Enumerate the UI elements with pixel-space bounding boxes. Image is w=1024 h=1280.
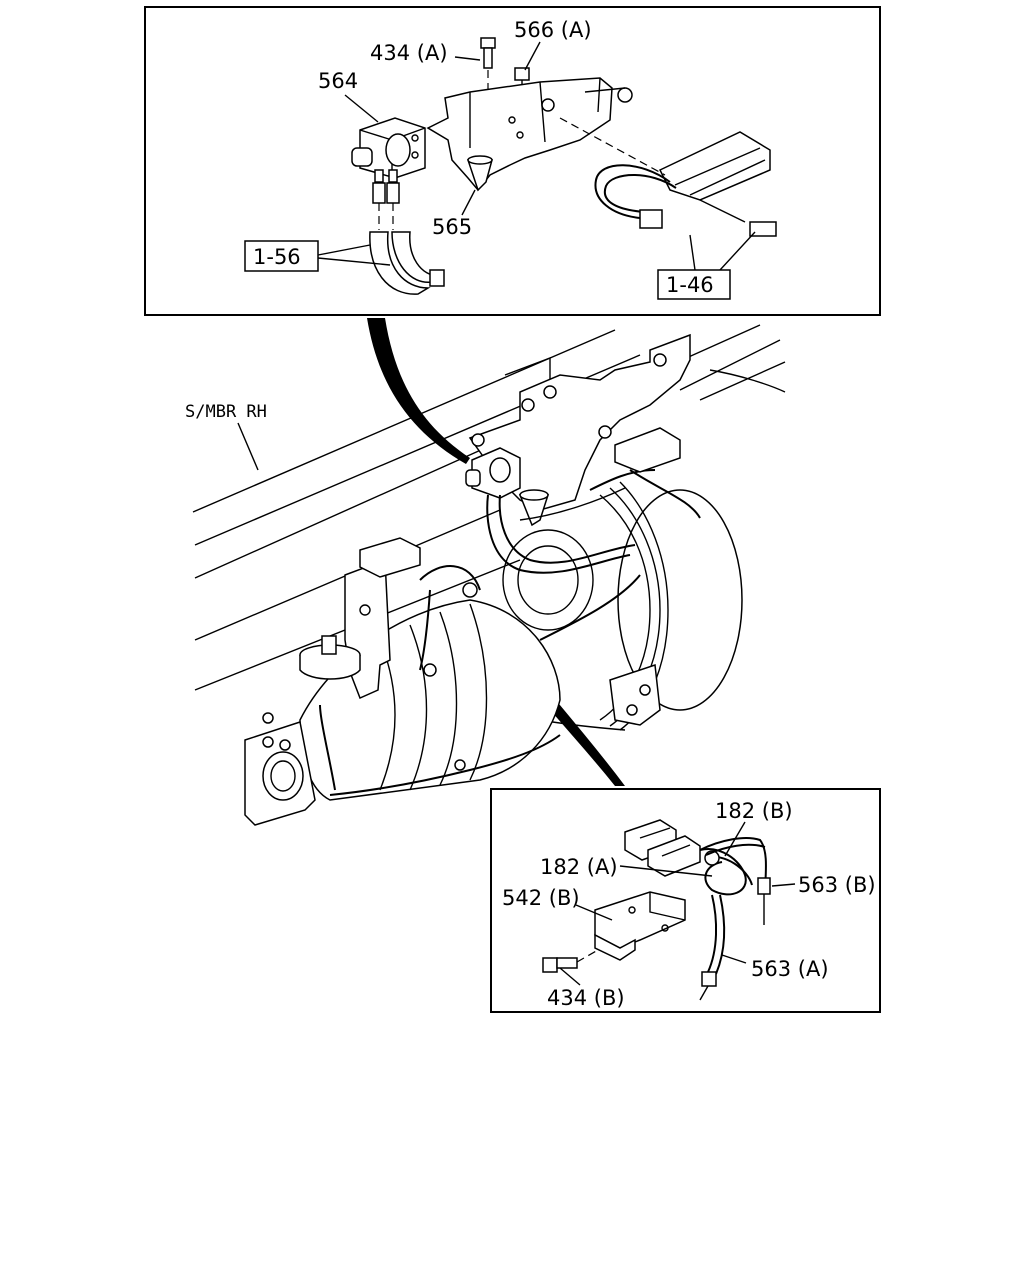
sensor-564 bbox=[351, 117, 426, 183]
sensor-563b bbox=[757, 877, 771, 895]
label-542b: 542 (B) bbox=[502, 886, 580, 910]
bracket-565 bbox=[426, 77, 633, 192]
connectors-182 bbox=[624, 819, 701, 877]
hose-1-56 bbox=[369, 182, 445, 295]
label-1-56: 1-56 bbox=[253, 245, 301, 269]
callout-box-1-56 bbox=[244, 240, 319, 272]
bolt-434a bbox=[480, 37, 496, 90]
main-assembly: S/MBR RH bbox=[185, 324, 786, 826]
label-1-46: 1-46 bbox=[666, 273, 714, 297]
label-182a: 182 (A) bbox=[540, 855, 618, 879]
label-182b: 182 (B) bbox=[715, 799, 793, 823]
bracket-542b bbox=[594, 891, 686, 961]
callout-box-1-46 bbox=[657, 269, 731, 300]
label-434a: 434 (A) bbox=[370, 41, 448, 65]
pointer-arrow-top bbox=[367, 318, 470, 464]
label-434b: 434 (B) bbox=[547, 986, 625, 1010]
top-inset: 434 (A) 566 (A) 564 565 1-56 1-46 bbox=[144, 6, 881, 316]
label-563b: 563 (B) bbox=[798, 873, 876, 897]
label-563a: 563 (A) bbox=[751, 957, 829, 981]
label-566a: 566 (A) bbox=[514, 18, 592, 42]
label-565: 565 bbox=[432, 215, 472, 239]
label-564: 564 bbox=[318, 69, 358, 93]
sensor-563a bbox=[701, 971, 717, 987]
label-smbr-rh: S/MBR RH bbox=[185, 402, 267, 422]
harness-1-46 bbox=[559, 117, 777, 237]
bolt-434b bbox=[542, 949, 599, 973]
bottom-inset: 182 (B) 182 (A) 542 (B) 563 (B) 563 (A) … bbox=[490, 788, 881, 1013]
